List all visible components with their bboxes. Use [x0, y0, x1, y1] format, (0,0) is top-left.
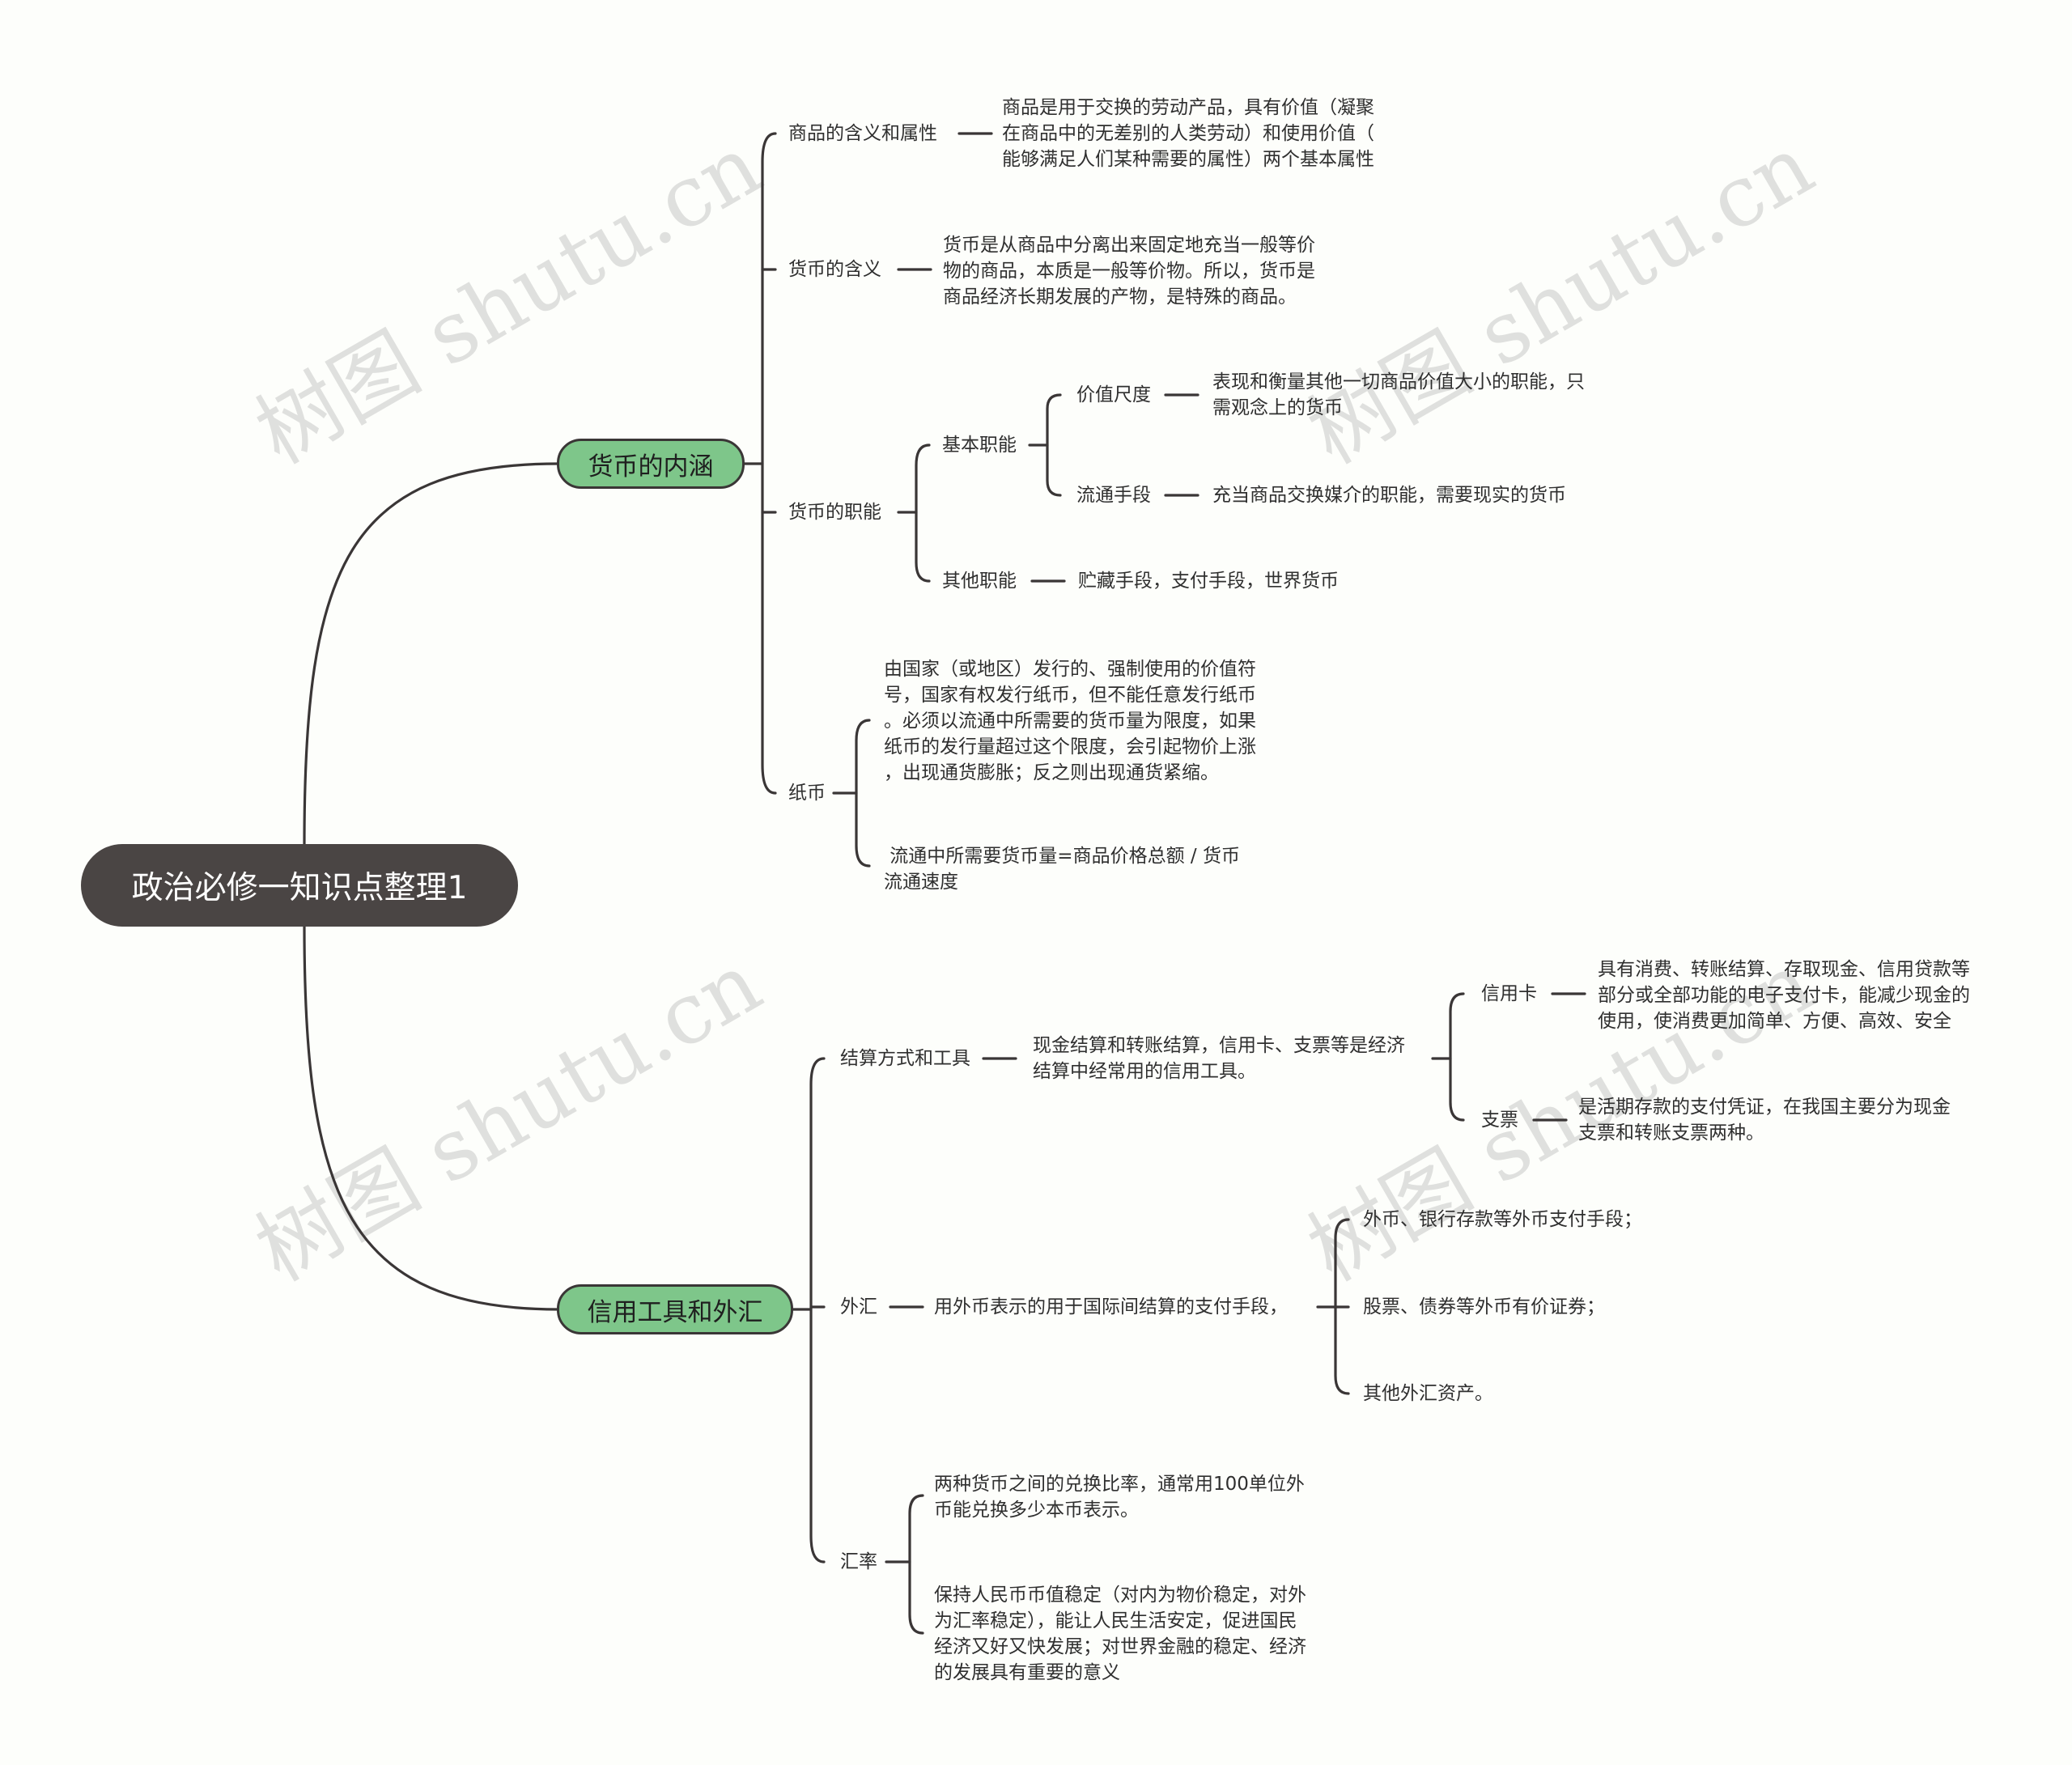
node-other-functions[interactable]: 其他职能: [942, 571, 1017, 592]
edge-root-branch2: [303, 925, 560, 1311]
bracket-basic: [1046, 393, 1062, 497]
text-line: 能够满足人们某种需要的属性）两个基本属性: [1002, 149, 1374, 170]
text-line: 。必须以流通中所需要的货币量为限度，如果: [884, 711, 1256, 732]
text-line: 支票和转账支票两种。: [1578, 1122, 1764, 1143]
text-line: 流通速度: [884, 872, 958, 893]
node-credit-card[interactable]: 信用卡: [1481, 983, 1537, 1004]
text-line: 为汇率稳定），能让人民生活安定，促进国民: [934, 1610, 1297, 1631]
text-line: 币能兑换多少本币表示。: [934, 1500, 1139, 1521]
node-forex-item-1[interactable]: 外币、银行存款等外币支付手段；: [1363, 1209, 1642, 1230]
text-line: 现金结算和转账结算，信用卡、支票等是经济: [1033, 1035, 1405, 1056]
text-line: 表现和衡量其他一切商品价值大小的职能，只: [1212, 371, 1585, 392]
text-line: 使用，使消费更加简单、方便、高效、安全: [1598, 1011, 1951, 1032]
text-exchange-rate-definition: 两种货币之间的兑换比率，通常用100单位外币能兑换多少本币表示。: [934, 1471, 1305, 1523]
text-line: 经济又好又快发展；对世界金融的稳定、经济: [934, 1636, 1306, 1657]
text-cheque: 是活期存款的支付凭证，在我国主要分为现金支票和转账支票两种。: [1578, 1094, 1951, 1146]
text-line: 需观念上的货币: [1212, 397, 1343, 418]
text-line: 用外币表示的用于国际间结算的支付手段，: [934, 1296, 1288, 1317]
text-line: 是活期存款的支付凭证，在我国主要分为现金: [1578, 1097, 1951, 1118]
text-line: 的发展具有重要的意义: [934, 1662, 1120, 1683]
text-line: 充当商品交换媒介的职能，需要现实的货币: [1212, 485, 1566, 506]
branch-node-money-meaning[interactable]: 货币的内涵: [557, 439, 745, 489]
text-line: 具有消费、转账结算、存取现金、信用贷款等: [1598, 959, 1970, 980]
bracket-branch1: [761, 132, 777, 795]
text-commodity: 商品是用于交换的劳动产品，具有价值（凝聚在商品中的无差别的人类劳动）和使用价值（…: [1002, 95, 1374, 172]
text-money-definition: 货币是从商品中分离出来固定地充当一般等价物的商品，本质是一般等价物。所以，货币是…: [943, 232, 1315, 310]
node-value-measure[interactable]: 价值尺度: [1076, 384, 1151, 405]
text-exchange-rate-importance: 保持人民币币值稳定（对内为物价稳定，对外为汇率稳定），能让人民生活安定，促进国民…: [934, 1582, 1306, 1686]
bracket-branch2: [809, 1057, 826, 1563]
node-commodity[interactable]: 商品的含义和属性: [788, 123, 937, 144]
node-forex-item-3[interactable]: 其他外汇资产。: [1363, 1383, 1493, 1404]
node-basic-functions[interactable]: 基本职能: [942, 435, 1017, 456]
branch-node-credit-forex[interactable]: 信用工具和外汇: [557, 1284, 793, 1334]
text-paper-money-definition: 由国家（或地区）发行的、强制使用的价值符号，国家有权发行纸币，但不能任意发行纸币…: [884, 656, 1256, 786]
root-node[interactable]: 政治必修一知识点整理1: [81, 844, 518, 927]
node-settlement[interactable]: 结算方式和工具: [840, 1048, 970, 1069]
text-line: 号，国家有权发行纸币，但不能任意发行纸币: [884, 685, 1256, 706]
text-line: 两种货币之间的兑换比率，通常用100单位外: [934, 1474, 1305, 1495]
text-settlement: 现金结算和转账结算，信用卡、支票等是经济结算中经常用的信用工具。: [1033, 1033, 1405, 1084]
text-circulation: 充当商品交换媒介的职能，需要现实的货币: [1212, 482, 1566, 508]
node-money-functions[interactable]: 货币的职能: [788, 502, 881, 523]
node-forex-item-2[interactable]: 股票、债券等外币有价证券；: [1363, 1296, 1605, 1317]
text-forex: 用外币表示的用于国际间结算的支付手段，: [934, 1294, 1288, 1320]
text-line: ，出现通货膨胀；反之则出现通货紧缩。: [884, 762, 1219, 783]
bracket-functions: [915, 443, 931, 583]
text-line: 保持人民币币值稳定（对内为物价稳定，对外: [934, 1585, 1306, 1606]
bracket-settlement: [1449, 992, 1465, 1122]
text-line: 在商品中的无差别的人类劳动）和使用价值（: [1002, 123, 1374, 144]
text-line: 结算中经常用的信用工具。: [1033, 1061, 1256, 1082]
node-paper-money[interactable]: 纸币: [788, 783, 826, 804]
text-line: 流通中所需要货币量=商品价格总额 / 货币: [884, 846, 1240, 867]
text-credit-card: 具有消费、转账结算、存取现金、信用贷款等部分或全部功能的电子支付卡，能减少现金的…: [1598, 957, 1970, 1034]
node-circulation[interactable]: 流通手段: [1076, 485, 1151, 506]
text-line: 纸币的发行量超过这个限度，会引起物价上涨: [884, 736, 1256, 757]
bracket-rate: [908, 1494, 924, 1635]
text-line: 由国家（或地区）发行的、强制使用的价值符: [884, 659, 1256, 680]
text-other-functions: 贮藏手段，支付手段，世界货币: [1078, 568, 1339, 594]
edge-root-branch1: [303, 462, 560, 846]
text-line: 商品经济长期发展的产物，是特殊的商品。: [943, 286, 1297, 308]
text-value-measure: 表现和衡量其他一切商品价值大小的职能，只需观念上的货币: [1212, 369, 1585, 421]
text-paper-money-formula: 流通中所需要货币量=商品价格总额 / 货币流通速度: [884, 843, 1240, 895]
bracket-paper: [855, 719, 871, 868]
text-line: 物的商品，本质是一般等价物。所以，货币是: [943, 261, 1315, 282]
text-line: 货币是从商品中分离出来固定地充当一般等价: [943, 235, 1315, 256]
text-line: 贮藏手段，支付手段，世界货币: [1078, 571, 1339, 592]
node-cheque[interactable]: 支票: [1481, 1109, 1518, 1131]
node-money-definition[interactable]: 货币的含义: [788, 259, 881, 280]
text-line: 部分或全部功能的电子支付卡，能减少现金的: [1598, 985, 1970, 1006]
node-forex[interactable]: 外汇: [840, 1296, 877, 1317]
text-line: 商品是用于交换的劳动产品，具有价值（凝聚: [1002, 97, 1374, 118]
node-exchange-rate[interactable]: 汇率: [840, 1551, 877, 1572]
